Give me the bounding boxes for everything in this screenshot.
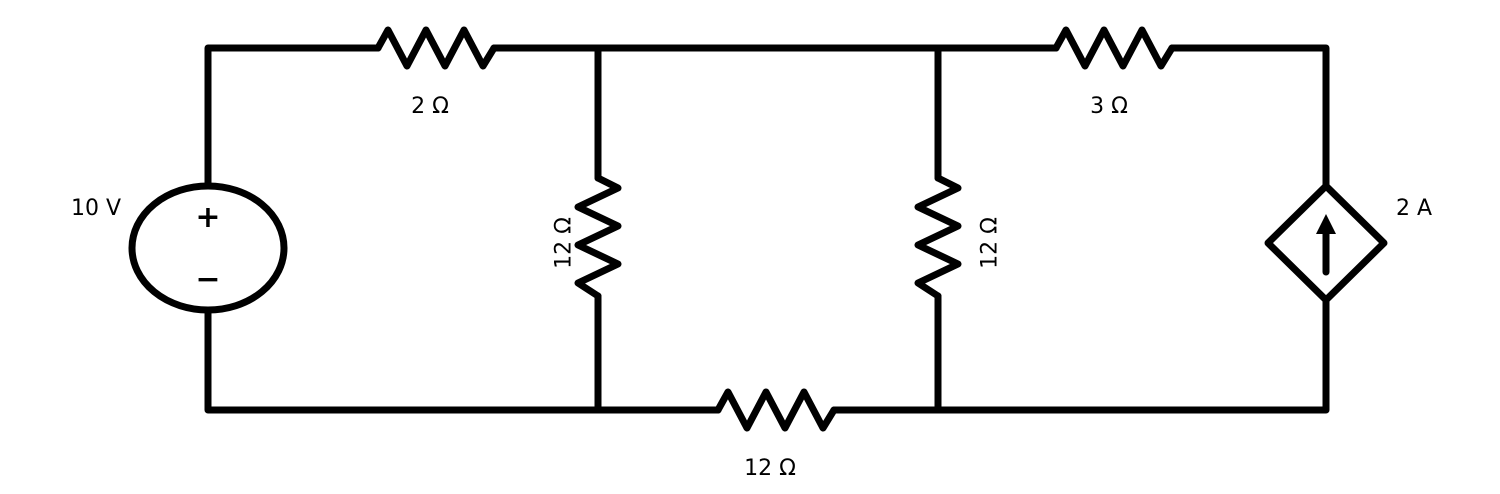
wire-top-right: [1168, 44, 1330, 190]
wire-bottom-right: [830, 296, 1330, 414]
voltage-source-body: [128, 182, 288, 314]
resistor-mid-right: [914, 174, 962, 300]
up-arrow-icon: [1316, 214, 1336, 276]
voltage-source: + −: [128, 182, 288, 314]
plus-sign: +: [195, 200, 220, 235]
resistor-top-right: [1052, 26, 1176, 70]
current-source-label: 2 A: [1396, 196, 1432, 221]
resistor-mid-right-label: 12 Ω: [978, 217, 1003, 269]
resistor-top-left-label: 2 Ω: [411, 94, 449, 119]
resistor-mid-left: [574, 174, 622, 300]
current-source: [1264, 182, 1388, 304]
resistor-top-left: [374, 26, 498, 70]
resistor-top-right-label: 3 Ω: [1090, 94, 1128, 119]
minus-sign: −: [195, 262, 220, 297]
resistor-bottom-label: 12 Ω: [744, 456, 796, 481]
resistor-bottom: [714, 388, 838, 432]
wire-left-top: [204, 44, 382, 190]
wire-left-bottom: [204, 306, 722, 414]
resistor-mid-left-label: 12 Ω: [552, 217, 577, 269]
wires: [204, 44, 1330, 414]
voltage-source-label: 10 V: [71, 196, 121, 221]
